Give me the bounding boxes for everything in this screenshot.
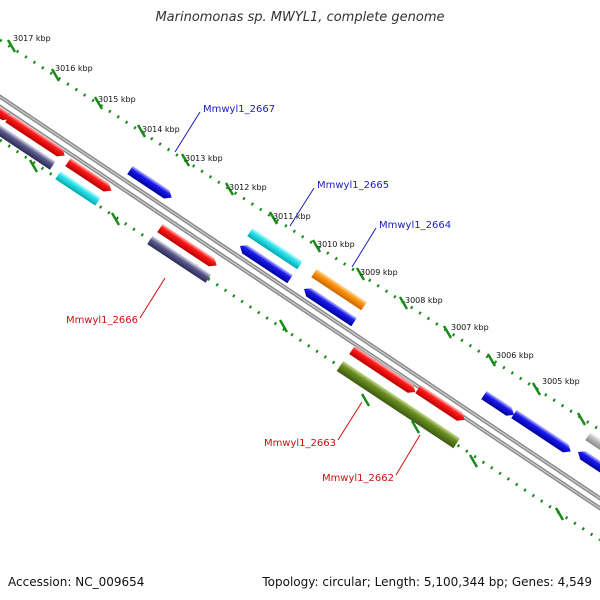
gene-arrow[interactable]	[65, 157, 114, 195]
genome-summary-text: Topology: circular; Length: 5,100,344 bp…	[262, 575, 592, 589]
gene-label[interactable]: Mmwyl1_2667	[203, 104, 275, 115]
gene-label[interactable]: Mmwyl1_2665	[317, 180, 389, 191]
gene-arrow[interactable]	[55, 170, 101, 206]
gene-label[interactable]: Mmwyl1_2662	[322, 473, 394, 484]
gene-label[interactable]: Mmwyl1_2664	[379, 220, 451, 231]
gene-arrow[interactable]	[349, 345, 418, 396]
gene-label-leaders	[139, 111, 421, 476]
gene-arrow[interactable]	[237, 242, 293, 284]
ruler-line-outer	[0, 38, 600, 432]
kbp-label: 3014 kbp	[142, 125, 180, 134]
gene-labels: Mmwyl1_2667 Mmwyl1_2665 Mmwyl1_2664 Mmwy…	[66, 104, 451, 484]
gene-arrow[interactable]	[0, 123, 56, 170]
gene-arrow[interactable]	[481, 390, 517, 419]
gene-label[interactable]: Mmwyl1_2666	[66, 315, 138, 326]
accession-text: Accession: NC_009654	[8, 575, 145, 589]
gene-arrow[interactable]	[247, 227, 303, 270]
kbp-label: 3012 kbp	[229, 183, 267, 192]
gene-arrow[interactable]	[415, 384, 467, 424]
gene-arrow[interactable]	[575, 448, 600, 479]
gene-arrow[interactable]	[311, 268, 367, 311]
gene-arrow[interactable]	[511, 409, 573, 456]
kbp-label: 3015 kbp	[98, 95, 136, 104]
kbp-label: 3006 kbp	[496, 351, 534, 360]
kbp-label: 3017 kbp	[13, 34, 51, 43]
ruler-tick-marks	[6, 39, 587, 521]
gene-arrow[interactable]	[301, 285, 357, 327]
gene-features	[0, 101, 600, 479]
gene-arrow[interactable]	[147, 235, 212, 283]
ruler-labels: 3017 kbp 3016 kbp 3015 kbp 3014 kbp 3013…	[13, 34, 580, 386]
gene-arrow[interactable]	[157, 223, 219, 270]
kbp-label: 3010 kbp	[317, 240, 355, 249]
gene-arrow[interactable]	[336, 360, 461, 449]
gene-arrow[interactable]	[5, 113, 67, 160]
gene-arrow[interactable]	[585, 431, 600, 460]
ruler-line-inner	[0, 138, 600, 542]
gene-label[interactable]: Mmwyl1_2663	[264, 438, 336, 449]
kbp-label: 3005 kbp	[542, 377, 580, 386]
genome-backbone	[0, 94, 600, 511]
kbp-label: 3008 kbp	[405, 296, 443, 305]
kbp-label: 3009 kbp	[360, 268, 398, 277]
kbp-label: 3013 kbp	[185, 154, 223, 163]
gene-arrow[interactable]	[0, 101, 13, 124]
kbp-label: 3011 kbp	[273, 212, 311, 221]
gene-arrow[interactable]	[127, 165, 174, 202]
kbp-label: 3016 kbp	[55, 64, 93, 73]
kbp-label: 3007 kbp	[451, 323, 489, 332]
map-title: Marinomonas sp. MWYL1, complete genome	[155, 10, 445, 25]
